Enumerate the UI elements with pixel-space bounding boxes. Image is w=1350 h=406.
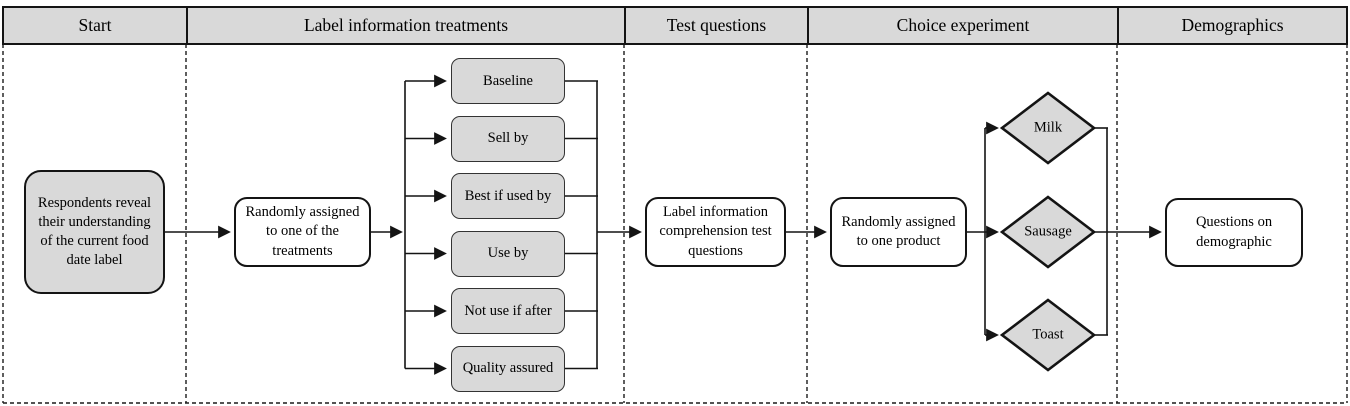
treatment-box-not-use-if-after: Not use if after	[451, 288, 565, 334]
lane-header-label: Label information treatments	[303, 15, 509, 35]
flow-connectors	[164, 74, 1162, 375]
demographics-label: Questions on demographic	[1195, 214, 1273, 250]
treatment-box-sell-by: Sell by	[451, 115, 565, 162]
treatment-label: Not use if after	[464, 302, 552, 319]
random-treatment-node: Randomly assigned to one of the treatmen…	[234, 197, 371, 267]
milk-diamond	[999, 91, 1097, 165]
treatment-box-best-if-used-by: Best if used by	[451, 173, 565, 219]
lane-header-label: Test questions	[666, 15, 767, 35]
lane-dashed-borders	[2, 44, 1348, 404]
treatment-label: Sell by	[487, 130, 529, 146]
treatment-box-quality-assured: Quality assured	[451, 345, 565, 392]
respondents-label: Respondents reveal their understanding o…	[37, 194, 152, 269]
treatment-label: Baseline	[483, 72, 533, 89]
toast-diamond	[999, 298, 1097, 372]
test-questions-label: Label information comprehension test que…	[659, 204, 772, 259]
treatment-label: Quality assured	[462, 360, 554, 376]
treatment-box-use-by: Use by	[451, 230, 565, 277]
lane-header-label: Start	[78, 15, 112, 35]
respondents-node: Respondents reveal their understanding o…	[24, 170, 165, 294]
treatment-label: Use by	[487, 245, 529, 261]
lane-header-test: Test questions	[624, 6, 809, 45]
demographics-node: Questions on demographic	[1165, 198, 1303, 267]
lane-header-label: Demographics	[1181, 15, 1284, 35]
test-questions-node: Label information comprehension test que…	[645, 197, 786, 267]
lane-header-demographics: Demographics	[1117, 6, 1348, 45]
milk-label: Milk	[1033, 119, 1063, 136]
toast-label: Toast	[1032, 326, 1064, 343]
random-product-label: Randomly assigned to one product	[841, 213, 956, 249]
product-diamonds	[999, 91, 1097, 372]
lane-header-start: Start	[2, 6, 188, 45]
lane-header-choice: Choice experiment	[807, 6, 1119, 45]
sausage-diamond	[999, 195, 1097, 269]
treatment-label: Best if used by	[464, 187, 552, 204]
random-product-node: Randomly assigned to one product	[830, 197, 967, 267]
treatment-box-baseline: Baseline	[451, 58, 565, 104]
lane-header-label: Choice experiment	[896, 15, 1030, 35]
random-treatment-label: Randomly assigned to one of the treatmen…	[245, 204, 360, 259]
lane-header-treatments: Label information treatments	[186, 6, 626, 45]
sausage-label: Sausage	[1024, 223, 1072, 240]
